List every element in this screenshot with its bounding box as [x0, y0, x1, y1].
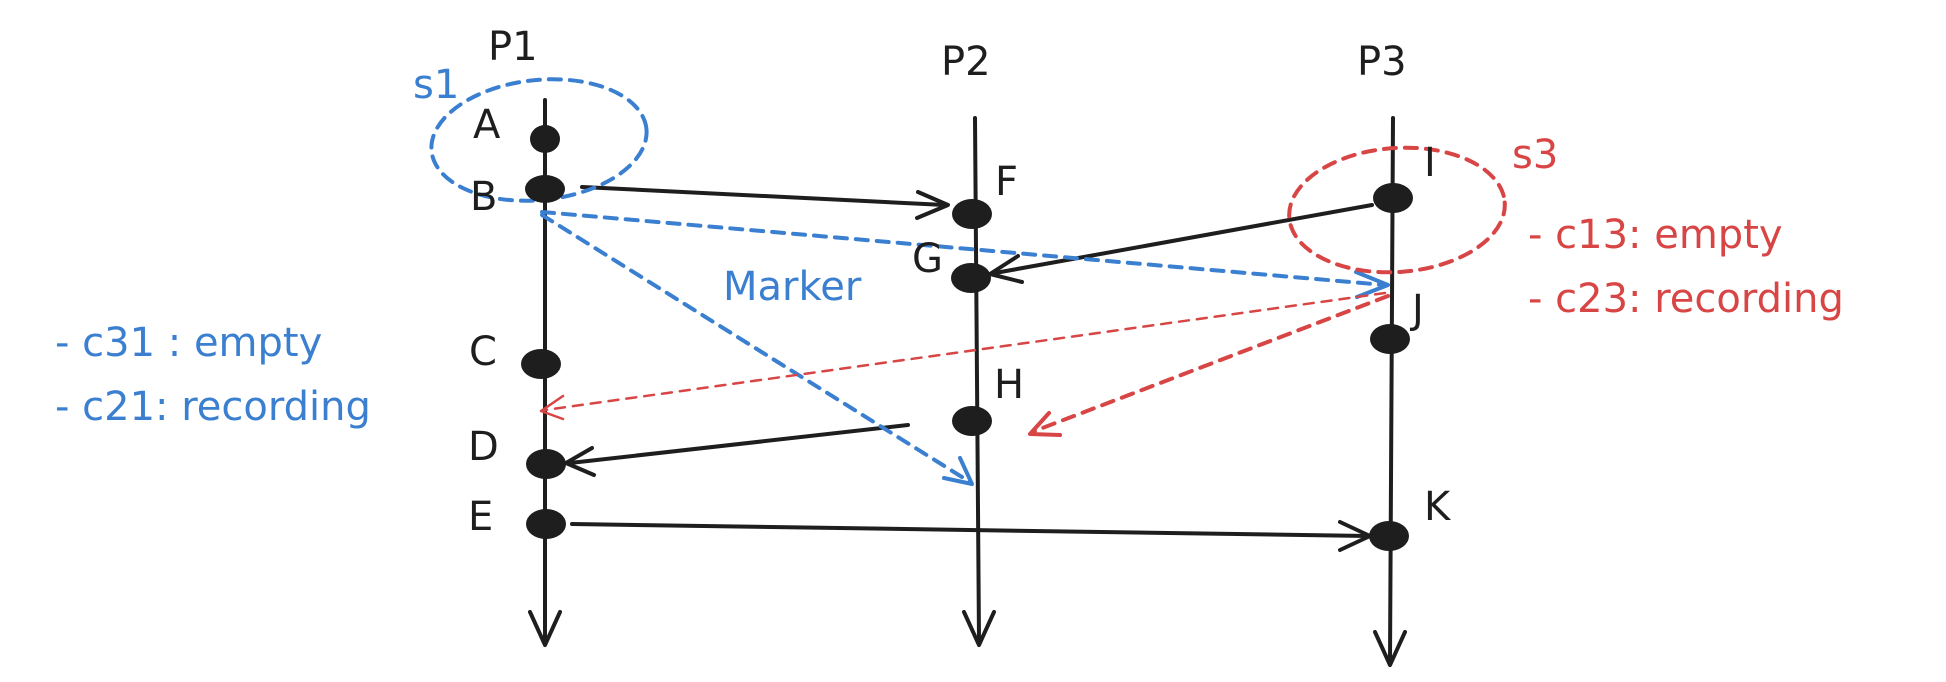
- marker-b-to-p2: [540, 213, 974, 486]
- event-label-a: A: [473, 102, 501, 148]
- event-label-f: F: [995, 159, 1018, 205]
- p1-channel-state-c21: - c21: recording: [55, 384, 371, 430]
- timeline-p2: [962, 116, 996, 647]
- snapshot-label-s3: s3: [1512, 132, 1558, 178]
- event-label-j: J: [1409, 287, 1424, 333]
- snapshot-s3-circle: [1287, 145, 1507, 275]
- event-dot-d: [526, 449, 566, 479]
- marker-j-to-p2: [1028, 294, 1390, 437]
- event-dot-a: [530, 125, 560, 153]
- event-dot-k: [1369, 521, 1409, 551]
- event-dot-h: [952, 406, 992, 436]
- event-label-d: D: [468, 424, 499, 470]
- event-dot-b: [525, 175, 565, 203]
- message-h-to-d: [564, 423, 910, 477]
- p3-channel-state-c13: - c13: empty: [1528, 212, 1783, 258]
- snapshot-label-s1: s1: [413, 62, 459, 108]
- event-dot-c: [521, 349, 561, 379]
- event-dot-j: [1370, 324, 1410, 354]
- marker-label: Marker: [723, 264, 862, 310]
- event-dot-f: [952, 199, 992, 229]
- event-label-i: I: [1424, 140, 1436, 186]
- marker-b-to-j: [540, 210, 1390, 299]
- event-dot-e: [526, 509, 566, 539]
- marker-j-to-p1: [539, 291, 1387, 421]
- event-dot-g: [951, 263, 991, 293]
- event-label-k: K: [1424, 484, 1452, 530]
- event-label-c: C: [469, 329, 497, 375]
- message-e-to-k: [570, 520, 1372, 552]
- process-label-p3: P3: [1357, 39, 1407, 85]
- message-b-to-f: [580, 185, 950, 220]
- process-label-p2: P2: [941, 39, 991, 85]
- event-label-b: B: [470, 174, 497, 220]
- message-i-to-g: [988, 203, 1374, 284]
- event-label-h: H: [994, 362, 1024, 408]
- p1-channel-state-c31: - c31 : empty: [55, 320, 322, 366]
- process-label-p1: P1: [488, 24, 538, 70]
- event-label-g: G: [912, 236, 943, 282]
- p3-channel-state-c23: - c23: recording: [1528, 276, 1844, 322]
- event-dot-i: [1373, 183, 1413, 213]
- event-label-e: E: [468, 494, 493, 540]
